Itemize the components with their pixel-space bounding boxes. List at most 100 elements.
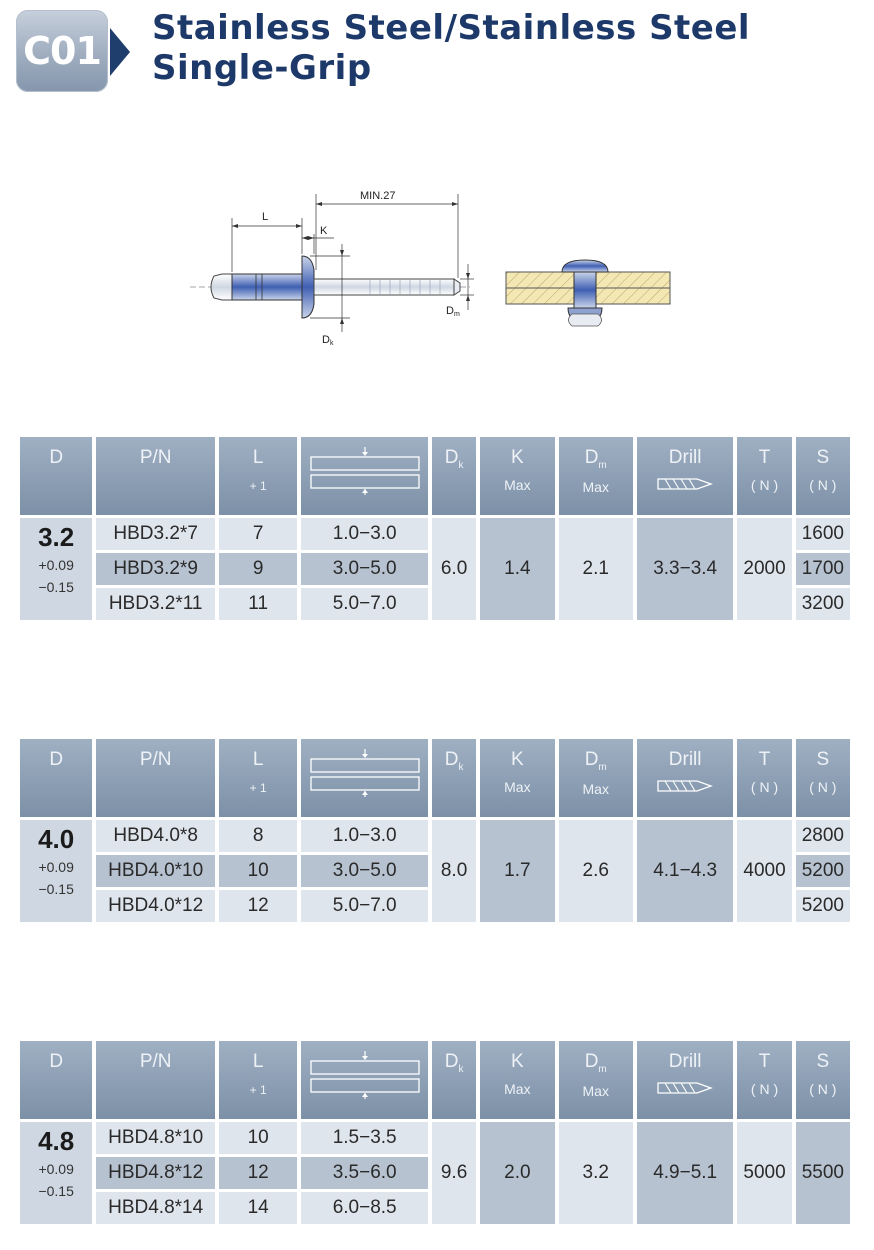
dm-cell: 3.2 <box>558 1122 633 1224</box>
table-row: 3.2 +0.09 −0.15 HBD3.2*7 7 1.0−3.0 6.0 1… <box>20 518 850 620</box>
grip-range-icon <box>310 1051 420 1099</box>
installed-head <box>561 259 609 273</box>
t-cell: 4000 <box>737 820 792 922</box>
col-dk: Dk <box>431 1041 477 1119</box>
pn-cell: HBD3.2*9 <box>96 553 215 585</box>
l-cell: 12 <box>218 890 298 922</box>
l-cell: 11 <box>218 588 298 620</box>
col-d: D <box>20 437 93 515</box>
grip-cell: 1.5−3.5 <box>301 1122 428 1154</box>
dk-cell: 6.0 <box>431 518 477 620</box>
grip-cell: 5.0−7.0 <box>301 588 428 620</box>
pn-cell: HBD4.0*12 <box>96 890 215 922</box>
drill-bit-icon <box>657 478 714 490</box>
dk-cell: 8.0 <box>431 820 477 922</box>
col-grip <box>301 1041 428 1119</box>
col-pn: P/N <box>96 739 215 817</box>
page-title: Stainless Steel/Stainless Steel Single-G… <box>152 8 750 88</box>
d-cell: 4.0 +0.09 −0.15 <box>20 820 93 922</box>
pn-cell: HBD4.8*14 <box>96 1192 215 1224</box>
d-cell: 3.2 +0.09 −0.15 <box>20 518 93 620</box>
col-grip <box>301 739 428 817</box>
col-s: S( N ) <box>795 437 850 515</box>
col-grip <box>301 437 428 515</box>
table-row: HBD4.0*12 12 5.0−7.0 5200 <box>20 890 850 922</box>
s-cell: 5200 <box>795 855 850 887</box>
s-cell: 2800 <box>795 820 850 852</box>
col-s: S( N ) <box>795 739 850 817</box>
grip-cell: 1.0−3.0 <box>301 518 428 550</box>
col-s: S( N ) <box>795 1041 850 1119</box>
col-l: L+ 1 <box>218 1041 298 1119</box>
drill-cell: 4.9−5.1 <box>636 1122 734 1224</box>
s-cell: 1600 <box>795 518 850 550</box>
l-cell: 14 <box>218 1192 298 1224</box>
label-l: L <box>262 211 268 223</box>
page-title-line2: Single-Grip <box>152 48 372 88</box>
arrow-right-icon <box>110 28 130 76</box>
grip-cell: 3.5−6.0 <box>301 1157 428 1189</box>
dm-cell: 2.1 <box>558 518 633 620</box>
k-cell: 1.4 <box>480 518 555 620</box>
pn-cell: HBD3.2*11 <box>96 588 215 620</box>
section-code: C01 <box>23 29 102 73</box>
pn-cell: HBD4.0*10 <box>96 855 215 887</box>
section-badge: C01 <box>16 10 108 92</box>
table-row: 4.8 +0.09 −0.15 HBD4.8*10 10 1.5−3.5 9.6… <box>20 1122 850 1224</box>
l-cell: 8 <box>218 820 298 852</box>
l-cell: 10 <box>218 855 298 887</box>
grip-cell: 1.0−3.0 <box>301 820 428 852</box>
pn-cell: HBD4.8*10 <box>96 1122 215 1154</box>
table-row: HBD4.0*10 10 3.0−5.0 5200 <box>20 855 850 887</box>
t-cell: 2000 <box>737 518 792 620</box>
page-title-line1: Stainless Steel/Stainless Steel <box>152 8 751 48</box>
pn-cell: HBD3.2*7 <box>96 518 215 550</box>
col-drill: Drill <box>636 1041 734 1119</box>
label-k: K <box>320 225 328 237</box>
s-cell: 3200 <box>795 588 850 620</box>
grip-cell: 5.0−7.0 <box>301 890 428 922</box>
col-drill: Drill <box>636 437 734 515</box>
col-t: T( N ) <box>737 437 792 515</box>
s-cell: 1700 <box>795 553 850 585</box>
table-row: HBD4.8*12 12 3.5−6.0 <box>20 1157 850 1189</box>
drill-bit-icon <box>657 780 714 792</box>
col-l: L+ 1 <box>218 437 298 515</box>
col-drill: Drill <box>636 739 734 817</box>
s-cell: 5500 <box>795 1122 850 1224</box>
drill-cell: 4.1−4.3 <box>636 820 734 922</box>
col-t: T( N ) <box>737 1041 792 1119</box>
l-cell: 7 <box>218 518 298 550</box>
drill-cell: 3.3−3.4 <box>636 518 734 620</box>
rivet-diagram: MIN.27 L K Dk Dm <box>190 190 671 347</box>
d-cell: 4.8 +0.09 −0.15 <box>20 1122 93 1224</box>
grip-range-icon <box>310 447 420 495</box>
pn-cell: HBD4.8*12 <box>96 1157 215 1189</box>
s-cell: 5200 <box>795 890 850 922</box>
drill-bit-icon <box>657 1082 714 1094</box>
k-cell: 1.7 <box>480 820 555 922</box>
label-min: MIN.27 <box>360 190 395 202</box>
rivet-body <box>231 273 305 301</box>
col-pn: P/N <box>96 437 215 515</box>
label-dm: Dm <box>446 305 460 318</box>
table-row: HBD4.8*14 14 6.0−8.5 <box>20 1192 850 1224</box>
k-cell: 2.0 <box>480 1122 555 1224</box>
grip-cell: 3.0−5.0 <box>301 855 428 887</box>
rivet-flange <box>301 255 315 319</box>
installed-body <box>573 271 597 309</box>
table-row: HBD3.2*11 11 5.0−7.0 3200 <box>20 588 850 620</box>
dm-cell: 2.6 <box>558 820 633 922</box>
col-d: D <box>20 1041 93 1119</box>
mandrel-shank <box>313 278 455 296</box>
